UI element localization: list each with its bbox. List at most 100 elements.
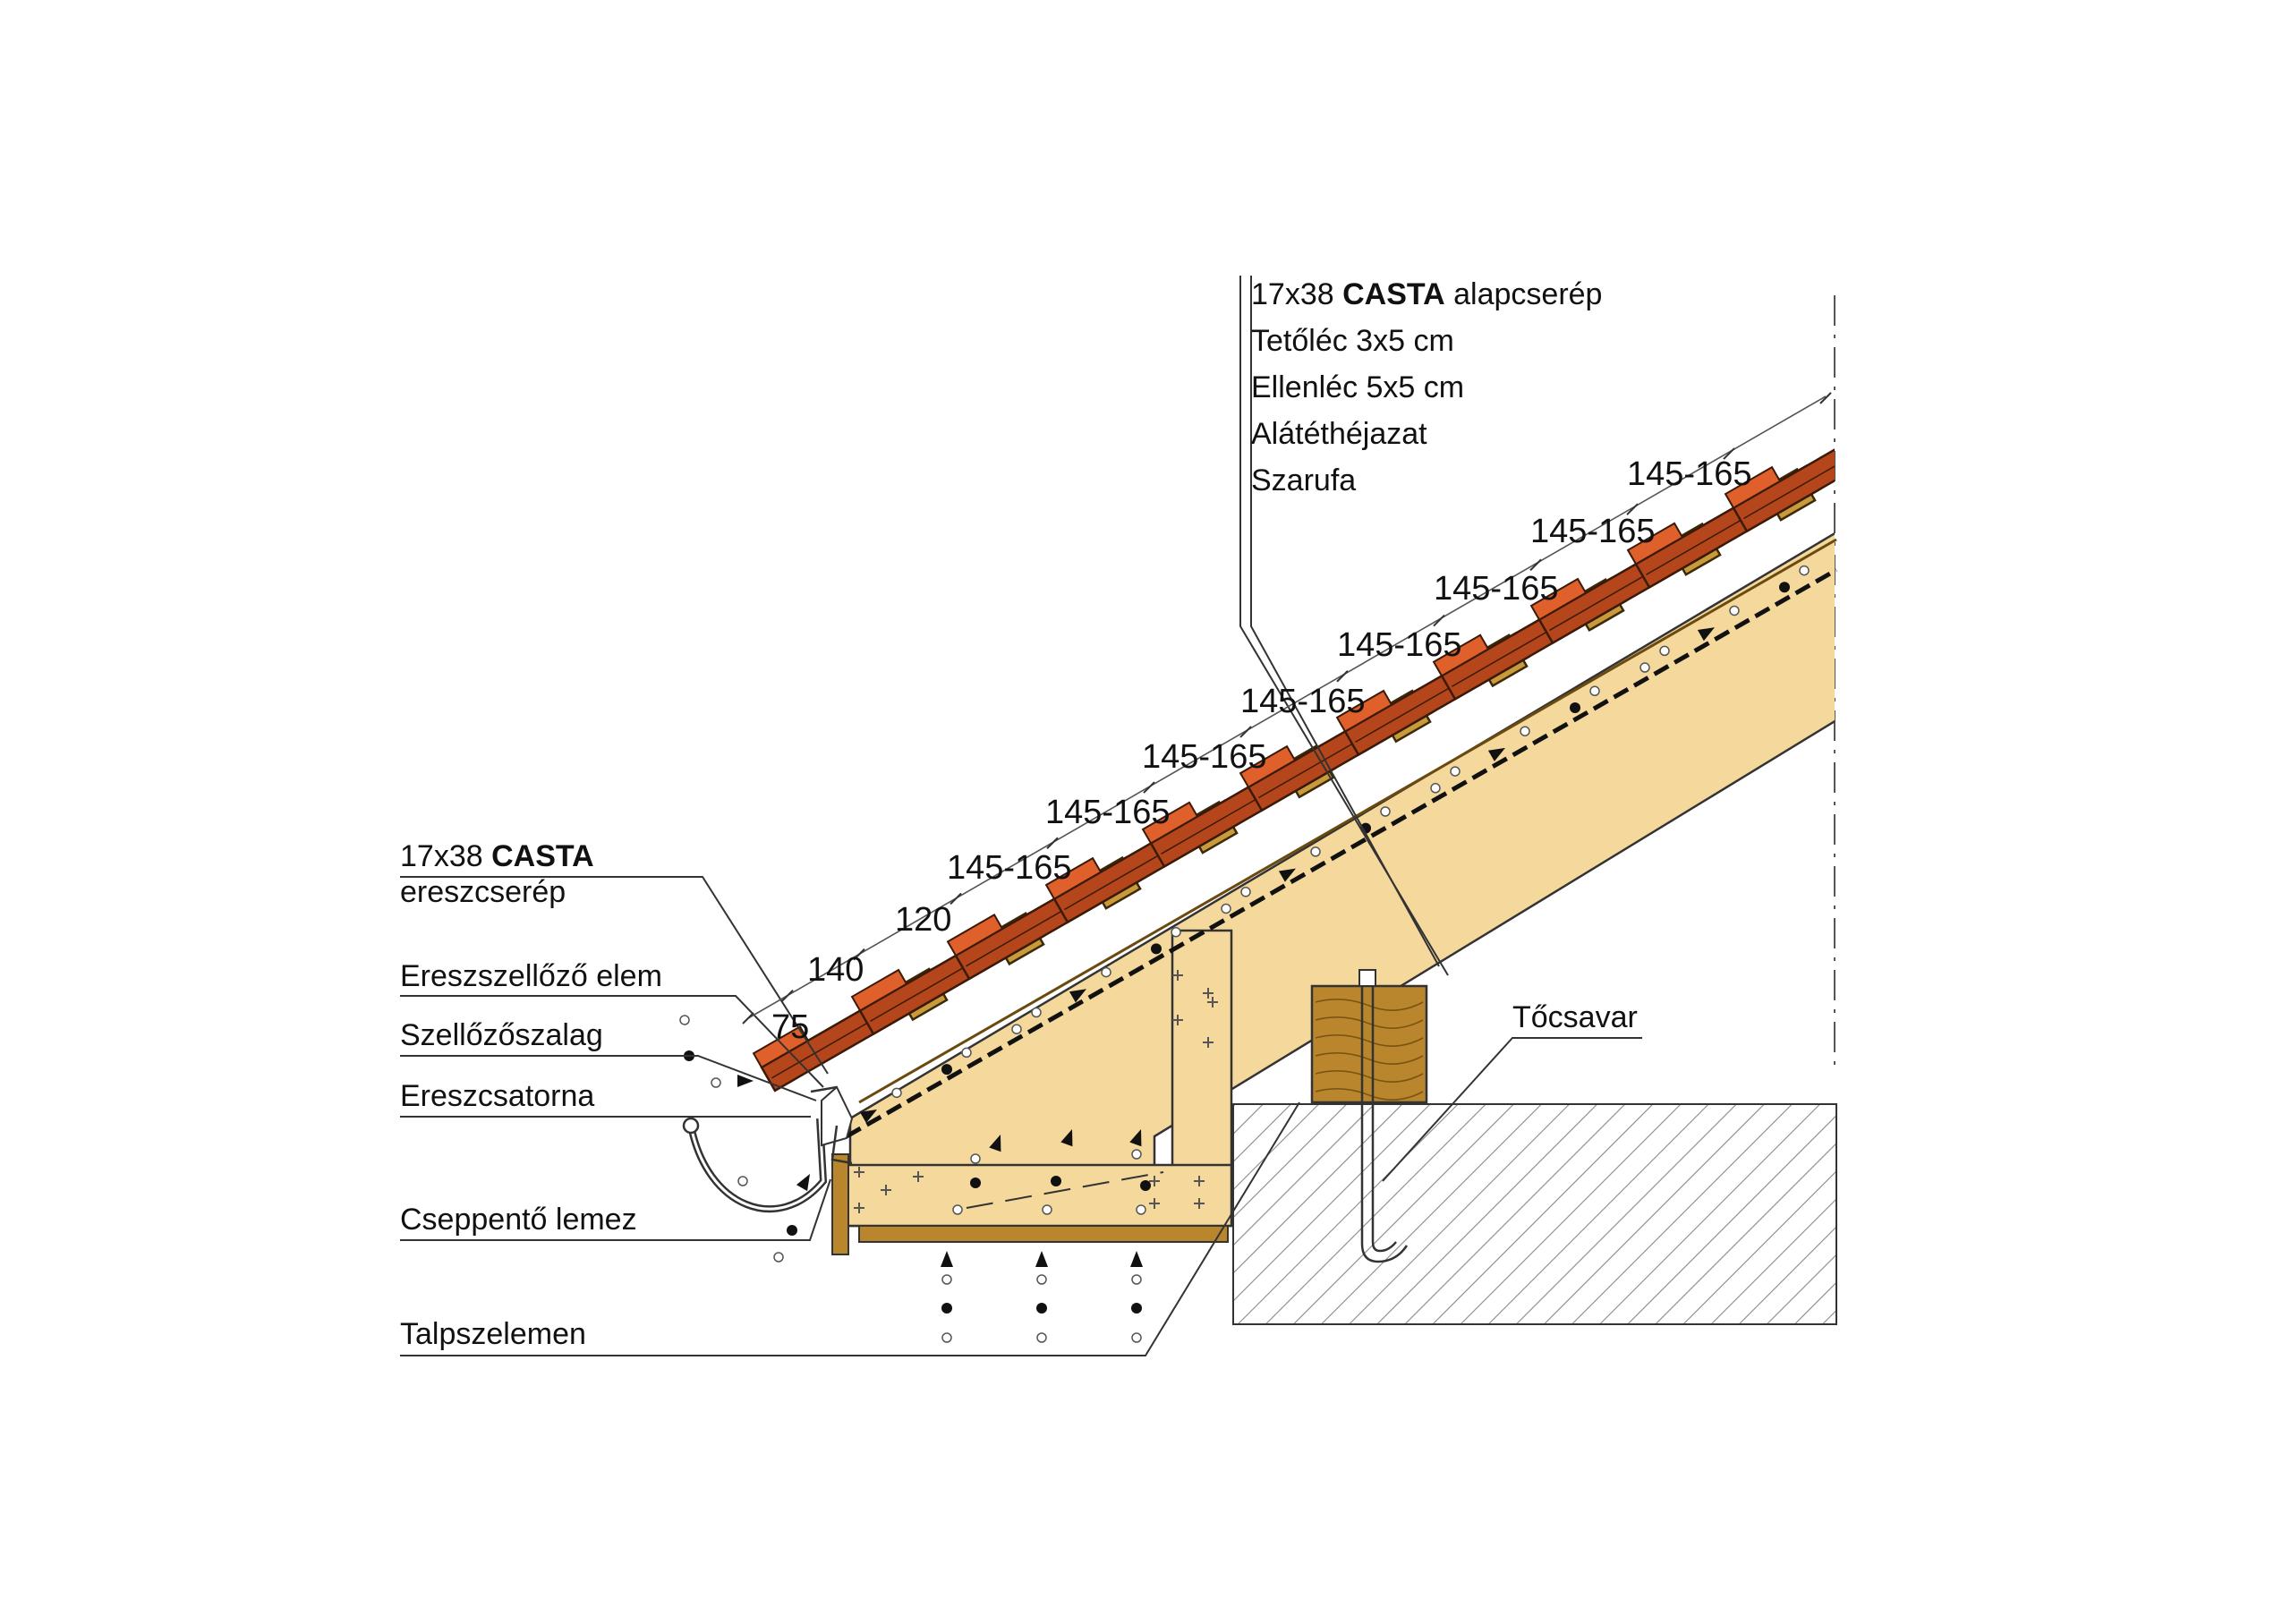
air-dot-white (1240, 887, 1251, 897)
arrow-head (796, 1174, 810, 1192)
label-sole-plate: Talpszelemen (400, 1317, 586, 1351)
air-dot-white (1799, 565, 1810, 576)
airflow-arrow (737, 1075, 754, 1087)
layer-label-tile: 17x38 CASTA alapcserép (1251, 277, 1602, 311)
air-dot-white (1036, 1274, 1047, 1285)
dimension-tick (950, 892, 962, 906)
air-dot-white (941, 1274, 952, 1285)
air-dot-black (1051, 1176, 1061, 1186)
tile-nose (1432, 633, 1490, 677)
air-dot-black (1779, 582, 1790, 593)
fastener-mark (1172, 1015, 1183, 1025)
label-drip-edge: Cseppentő lemez (400, 1203, 637, 1237)
dimension-label: 145-165 (1240, 683, 1365, 720)
airflow-arrow (941, 1251, 953, 1267)
fastener-mark (1149, 1198, 1160, 1209)
dimension-labels: 75 140 120 145-165 145-165 145-165 145-1… (771, 455, 1751, 1046)
airflow-arrow (1069, 989, 1086, 1003)
airflow-arrow (1035, 1251, 1048, 1267)
label-eave-vent-element: Ereszszellőző elem (400, 959, 662, 993)
air-dot-black (941, 1303, 952, 1314)
air-dot-white (1011, 1024, 1022, 1034)
layer-label-rafter: Szarufa (1251, 463, 1356, 497)
air-dot-white (1136, 1204, 1146, 1215)
air-dot-white (970, 1153, 981, 1164)
dimension-tick (1433, 614, 1445, 627)
tile-nose (850, 968, 908, 1012)
fastener-marks (854, 970, 1218, 1213)
roof-tile-group (752, 408, 1835, 1093)
air-dot-white (773, 1252, 784, 1263)
air-dot-white (1659, 645, 1670, 657)
roof-tile (1724, 408, 1835, 533)
air-dot-white (1042, 1204, 1052, 1215)
label-eave-tile-line2: ereszcserép (400, 875, 566, 909)
dimension-tick (781, 989, 794, 1002)
dimension-line (742, 392, 1832, 1025)
air-dot-white (1101, 966, 1111, 978)
air-dot-black (1131, 1303, 1142, 1314)
layer-label-batten: Tetőléc 3x5 cm (1251, 324, 1454, 358)
fastener-mark (913, 1171, 924, 1182)
air-dot-black (1036, 1303, 1047, 1314)
dimension-tick (1046, 837, 1059, 849)
counter-batten-edge (858, 538, 1837, 1104)
tile-nose (1141, 801, 1199, 845)
eave-joist (839, 1163, 1233, 1228)
gutter (682, 1085, 838, 1213)
arrow-head (1278, 868, 1296, 882)
dimension-tick (1239, 726, 1252, 738)
fastener-mark (854, 1203, 864, 1213)
airflow-arrow (989, 1135, 1001, 1152)
air-dot-white (891, 1087, 902, 1099)
air-dot-white (1131, 1332, 1142, 1343)
dimension-tick (853, 948, 865, 961)
underlay-membrane (845, 567, 1838, 1139)
tile-nose (1044, 856, 1103, 900)
dimension-tick (1336, 670, 1349, 683)
tile-body (1732, 408, 1835, 533)
airflow-arrow (1060, 1129, 1073, 1147)
air-dot-white (1171, 926, 1181, 938)
air-dot-white (711, 1077, 721, 1088)
arrow-head (1069, 989, 1086, 1003)
air-dot-white (1639, 662, 1650, 673)
airflow-arrow (1487, 747, 1505, 761)
arrow-head (859, 1110, 877, 1124)
label-eave-tile-line1: 17x38 CASTA (400, 839, 594, 873)
label-vent-strip: Szellőzőszalag (400, 1018, 603, 1052)
air-dot-black (1140, 1180, 1151, 1191)
air-dot-white (961, 1047, 972, 1059)
air-dot-white (1310, 846, 1321, 857)
dimension-label: 145-165 (947, 849, 1071, 887)
air-dot-black (787, 1225, 797, 1236)
tile-edge (1743, 423, 1835, 520)
fastener-mark (1149, 1176, 1160, 1186)
fastener-mark (1172, 970, 1183, 981)
air-dot-white (1430, 783, 1441, 794)
eave-vent-element (821, 1085, 854, 1147)
airflow-arrow (1129, 1129, 1142, 1147)
air-dot-white (941, 1332, 952, 1343)
left-labels: 17x38 CASTA ereszcserép Ereszszellőző el… (400, 839, 1638, 1351)
layer-labels: 17x38 CASTA alapcserép Tetőléc 3x5 cm El… (1251, 277, 1602, 497)
fascia-board (831, 1153, 849, 1255)
airflow-arrow (859, 1110, 877, 1124)
arrow-head (1697, 627, 1715, 642)
dimension-label: 120 (895, 901, 951, 939)
arrow-head (1129, 1129, 1142, 1147)
airflow-arrow (1278, 868, 1296, 882)
fastener-mark (1207, 997, 1218, 1008)
arrow-head (1130, 1251, 1143, 1267)
leader-lines (400, 276, 1642, 1356)
dimension-label: 145-165 (1337, 626, 1461, 664)
airflow-arrow (1130, 1251, 1143, 1267)
airflow-markers (679, 565, 1810, 1343)
fastener-mark (1203, 1037, 1214, 1048)
arrow-head (941, 1251, 953, 1267)
air-dot-black (1151, 943, 1162, 955)
air-dot-white (1221, 903, 1231, 914)
fastener-mark (1194, 1198, 1205, 1209)
